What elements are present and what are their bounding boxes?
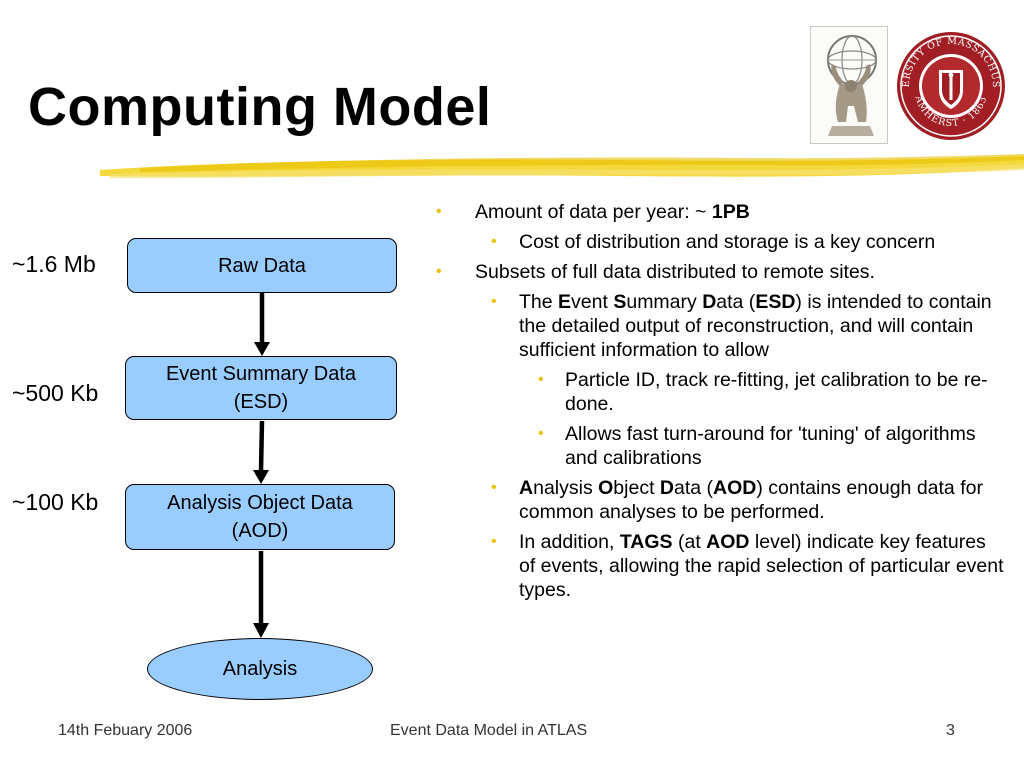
aod-box: Analysis Object Data (AOD)	[125, 484, 395, 550]
raw-data-box: Raw Data	[127, 238, 397, 293]
footer-date: 14th Febuary 2006	[58, 722, 193, 739]
bullet-dot: •	[538, 371, 544, 388]
analysis-label: Analysis	[222, 657, 298, 680]
title-underline-stroke	[100, 154, 1024, 178]
esd-box: Event Summary Data (ESD)	[125, 356, 397, 420]
atlas-logo	[810, 26, 888, 144]
bullet-cost-distribution: • Cost of distribution and storage is a …	[491, 231, 936, 253]
aod-label-line2: (AOD)	[231, 520, 289, 542]
esd-size-label: ~500 Kb	[12, 380, 99, 406]
bullet-dot: •	[491, 479, 497, 496]
university-seal-logo: UNIVERSITY OF MASSACHUSETTS AMHERST · 18…	[895, 30, 1005, 140]
slide-title: Computing Model	[28, 77, 492, 137]
bullet-dot: •	[436, 203, 442, 220]
raw-data-label: Raw Data	[218, 254, 306, 277]
bullet-dot: •	[538, 425, 544, 442]
bullet-tags: • In addition, TAGS (at AOD level) indic…	[491, 531, 1004, 601]
bullet-dot: •	[491, 233, 497, 250]
bullet-dot: •	[491, 293, 497, 310]
analysis-ellipse: Analysis	[147, 638, 373, 700]
footer-page-number: 3	[946, 722, 955, 739]
bullet-dot: •	[436, 263, 442, 280]
bullet-esd-description: • The Event Summary Data (ESD) is intend…	[491, 291, 992, 361]
bullet-list: • Amount of data per year: ~ 1PB • Cost …	[436, 200, 1006, 608]
footer-title: Event Data Model in ATLAS	[390, 722, 588, 739]
aod-size-label: ~100 Kb	[12, 489, 99, 515]
esd-label-line2: (ESD)	[233, 391, 289, 413]
bullet-subsets: • Subsets of full data distributed to re…	[436, 261, 875, 283]
bullet-data-per-year: • Amount of data per year: ~ 1PB	[436, 201, 750, 223]
esd-label-line1: Event Summary Data	[165, 363, 357, 385]
bullet-dot: •	[491, 533, 497, 550]
bullet-aod-description: • Analysis Object Data (AOD) contains en…	[491, 477, 983, 523]
arrow-esd-to-aod	[258, 420, 265, 472]
flowchart-arrows	[253, 293, 270, 638]
aod-label-line1: Analysis Object Data	[167, 492, 353, 514]
bullet-particle-id: • Particle ID, track re-fitting, jet cal…	[538, 369, 988, 415]
bullet-fast-turnaround: • Allows fast turn-around for 'tuning' o…	[538, 423, 976, 469]
raw-size-label: ~1.6 Mb	[12, 251, 96, 277]
